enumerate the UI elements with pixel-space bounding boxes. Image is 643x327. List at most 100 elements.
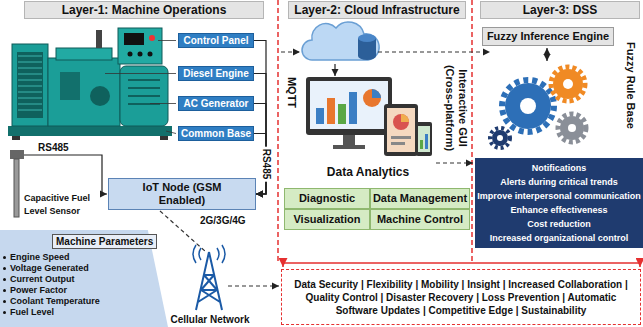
- devices-illustration-part: [338, 104, 346, 124]
- section-label: Data Analytics: [318, 166, 418, 179]
- box-text: Common Base: [181, 127, 251, 140]
- dashed-arrow: [436, 162, 473, 163]
- parameter-item: Fuel Level: [0, 307, 168, 318]
- function-cell: Data Management: [370, 188, 470, 209]
- iot-node-box: IoT Node (GSM Enabled): [108, 178, 256, 210]
- parameter-item: Coolant Temperature: [0, 296, 168, 307]
- wireless-link: [160, 211, 206, 252]
- bracket-arrow: [639, 263, 641, 267]
- generator-illustration-part: [60, 72, 80, 100]
- generator-illustration-part: [124, 33, 144, 45]
- devices-illustration: [306, 77, 432, 156]
- generator-illustration-part: [128, 52, 133, 57]
- layer-header: Layer-1: Machine Operations: [24, 1, 264, 19]
- devices-illustration-part: [310, 81, 388, 129]
- leader-line: [105, 41, 176, 134]
- parameter-item: Voltage Generated: [0, 263, 168, 274]
- gears-illustration-part: [563, 79, 573, 89]
- rule-base-label: Fuzzy Rule Base: [624, 38, 637, 132]
- gears-illustration-part: [551, 67, 585, 101]
- parameter-item: Current Output: [0, 274, 168, 285]
- gui-label: Interactive GUI (Cross-platform): [443, 58, 469, 158]
- leader-line-part: [158, 40, 176, 41]
- generator-illustration-part: [96, 30, 102, 48]
- devices-illustration-part: [425, 134, 428, 149]
- benefits-box: Data Security | Flexibility | Mobility |…: [281, 269, 641, 325]
- devices-illustration-part: [343, 135, 355, 145]
- devices-illustration-part: [316, 108, 324, 124]
- gears-illustration-part: [490, 128, 510, 148]
- devices-illustration-part: [391, 136, 411, 139]
- box-text: Data Security | Flexibility | Mobility |…: [286, 278, 636, 317]
- devices-illustration-part: [387, 108, 415, 152]
- gears-illustration-part: [558, 114, 586, 142]
- leader-line-part: [166, 131, 176, 134]
- generator-illustration-part: [12, 44, 48, 126]
- engine-box: Fuzzy Inference Engine: [482, 27, 614, 46]
- gears-illustration-part: [502, 80, 554, 132]
- box-text: Diesel Engine: [181, 67, 251, 80]
- box-text: Diagnostic: [285, 189, 369, 208]
- cloud-illustration-part: [358, 34, 376, 42]
- box-text: Visualization: [285, 210, 369, 229]
- benefit-line: Improve interpersonal communication: [476, 189, 642, 203]
- gears-illustration-part: [497, 135, 503, 141]
- box-text: AC Generator: [181, 97, 251, 110]
- layer-separator-part: [471, 0, 473, 262]
- panel-shape-fill: [0, 230, 168, 327]
- network-label: 2G/3G/4G: [200, 214, 262, 227]
- gears-illustration-part: [520, 98, 536, 114]
- dss-panel: NotificationsAlerts during critical tren…: [475, 158, 643, 248]
- gears-illustration-part: [492, 130, 508, 146]
- part-label: AC Generator: [178, 96, 254, 111]
- cell-tower-illustration-part: [196, 252, 222, 310]
- layer-separator: [278, 0, 472, 262]
- devices-illustration-part: [327, 98, 335, 124]
- cloud-illustration-part: [302, 22, 379, 60]
- generator-illustration-part: [48, 58, 120, 126]
- devices-illustration-part: [306, 77, 392, 135]
- cloud-illustration: [302, 22, 379, 60]
- dashed-arrow: [281, 51, 300, 52]
- leader-line-part: [105, 73, 176, 74]
- box-text: Layer-1: Machine Operations: [29, 2, 259, 18]
- part-label: Diesel Engine: [178, 66, 254, 81]
- box-text: IoT Node (GSM Enabled): [136, 181, 228, 207]
- gears-illustration: [490, 67, 586, 148]
- parameter-item: Engine Speed: [0, 252, 168, 263]
- generator-illustration-part: [118, 28, 162, 64]
- devices-illustration-part: [416, 122, 432, 156]
- function-cell: Diagnostic: [284, 188, 370, 209]
- layer-header: Layer-3: DSS: [480, 1, 640, 19]
- generator-illustration-part: [120, 66, 168, 126]
- gears-illustration-part: [560, 116, 584, 140]
- devices-illustration-part: [420, 140, 423, 149]
- dashed-arrow: [228, 285, 279, 286]
- generator-illustration-part: [160, 136, 168, 140]
- cell-tower-illustration-part: [193, 245, 225, 263]
- function-cell: Visualization: [284, 209, 370, 230]
- parameter-item: Power Factor: [0, 285, 168, 296]
- arrow: [334, 64, 335, 76]
- box-text: Control Panel: [181, 34, 251, 47]
- devices-illustration-part: [391, 142, 405, 145]
- sensor-wire: [24, 155, 107, 194]
- devices-illustration-part: [401, 114, 409, 122]
- function-cell: Machine Control: [370, 209, 470, 230]
- gears-illustration-part: [553, 69, 583, 99]
- gears-illustration-part: [505, 83, 551, 129]
- layer-separator-part: [277, 0, 279, 262]
- generator-illustration-part: [128, 80, 160, 104]
- box-text: Layer-3: DSS: [485, 2, 635, 18]
- box-text: Machine Control: [371, 210, 469, 229]
- generator-illustration-part: [56, 48, 112, 60]
- box-text: Data Management: [371, 189, 469, 208]
- generator-illustration-part: [18, 56, 42, 110]
- generator-illustration-part: [90, 86, 110, 106]
- parameter-panel: Machine ParametersEngine SpeedVoltage Ge…: [0, 230, 168, 327]
- generator-illustration-part: [149, 35, 155, 41]
- devices-illustration-part: [363, 89, 381, 107]
- gears-illustration-part: [568, 124, 576, 132]
